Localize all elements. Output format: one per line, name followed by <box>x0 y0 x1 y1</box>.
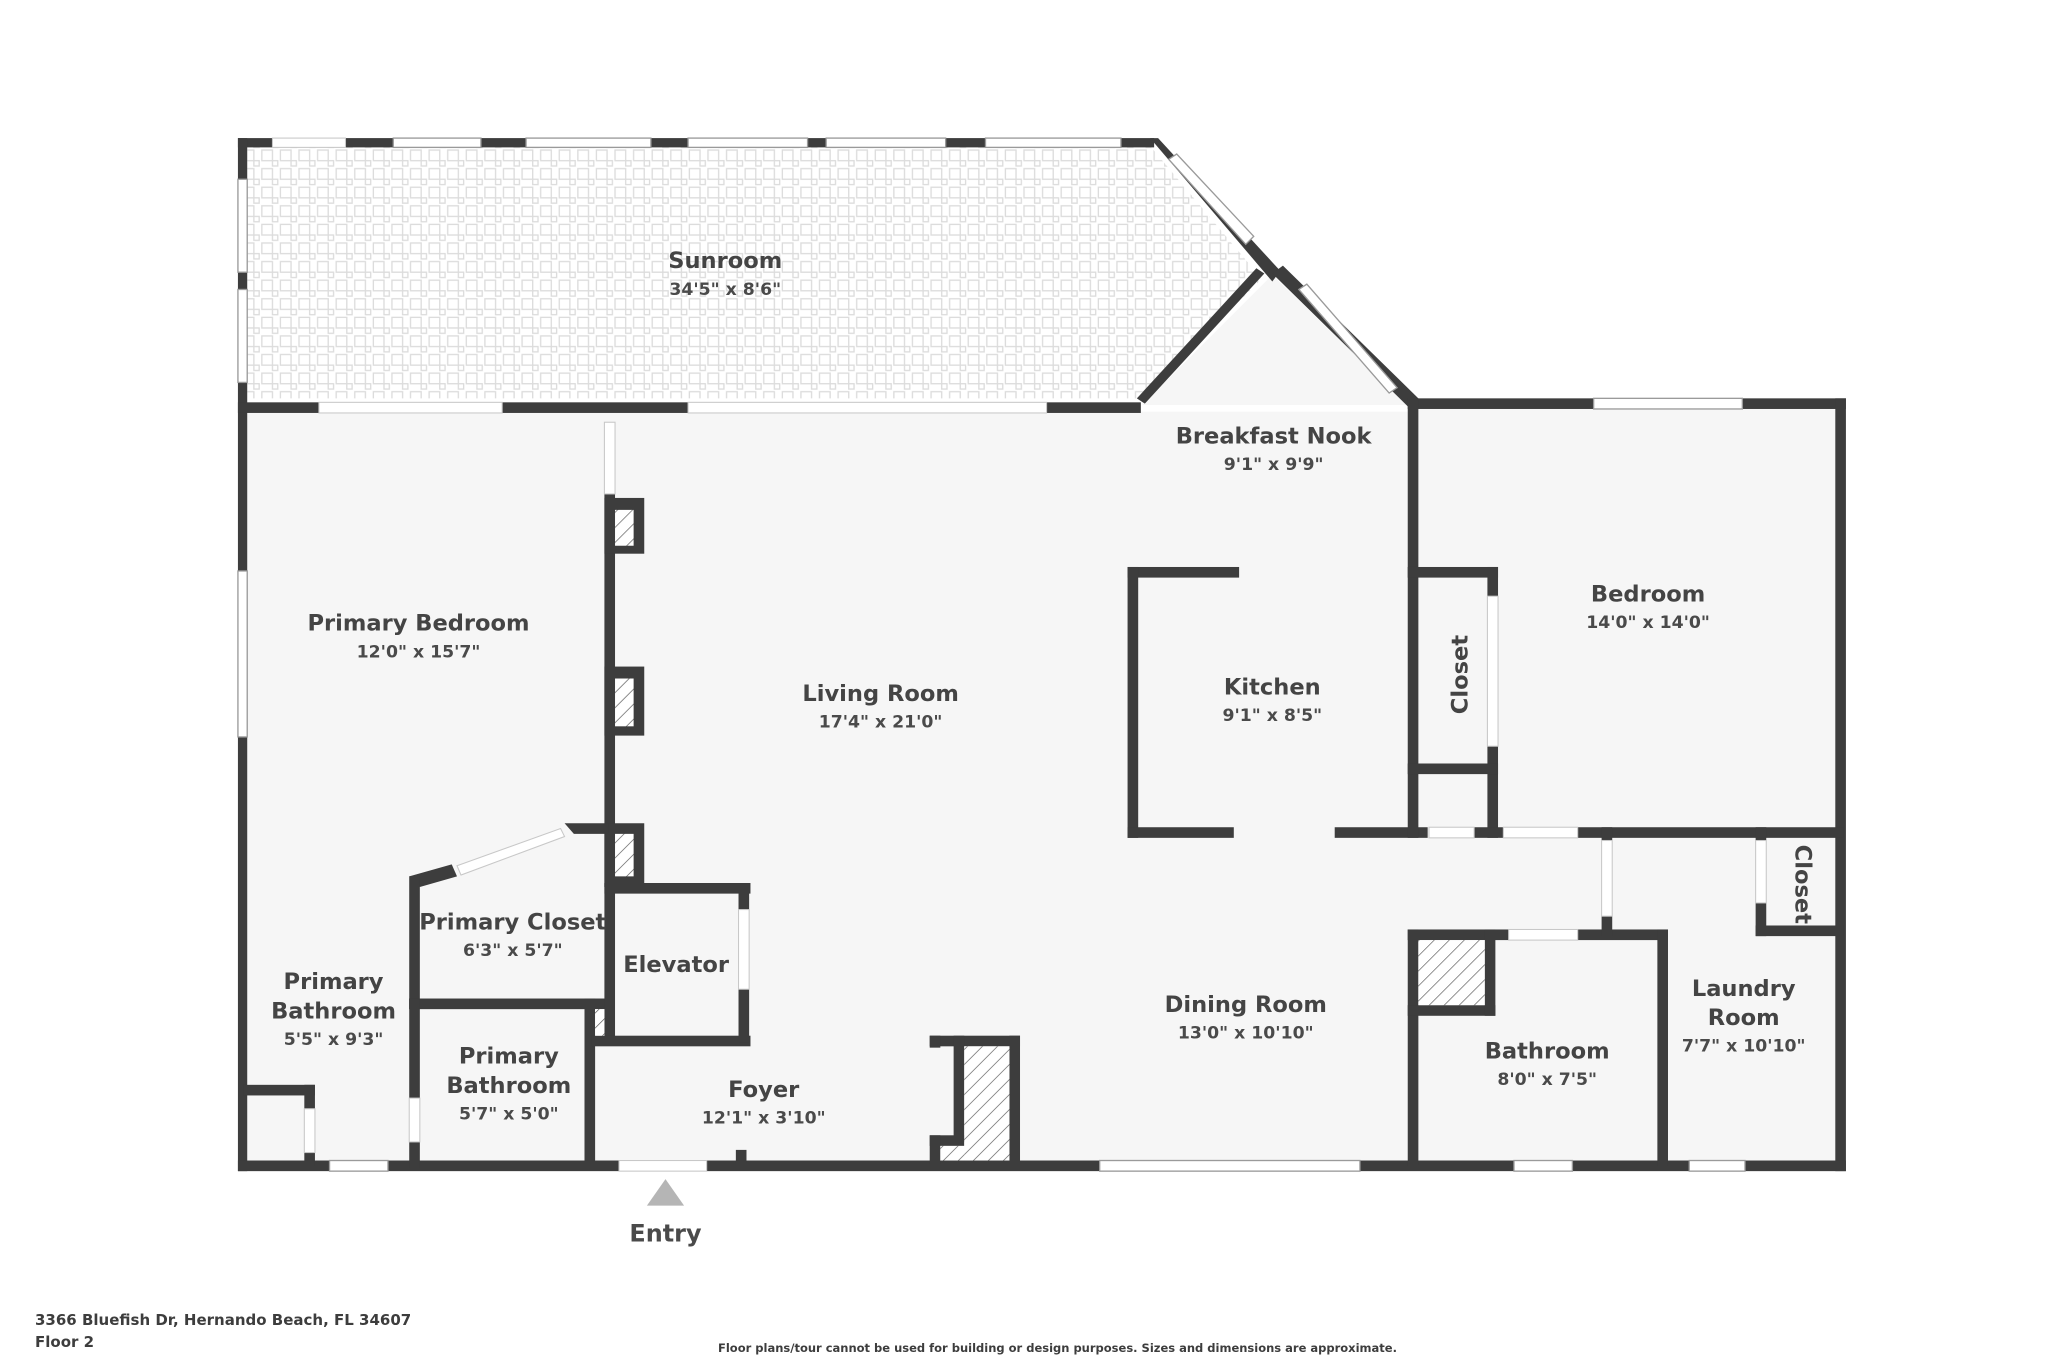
room-breakfast-nook-name: Breakfast Nook <box>1176 423 1373 449</box>
room-bathroom-name: Bathroom <box>1485 1038 1610 1064</box>
room-primary-bathroom-2-dims: 5'7" x 5'0" <box>459 1104 559 1124</box>
room-primary-closet-name: Primary Closet <box>419 909 606 935</box>
room-foyer-dims: 12'1" x 3'10" <box>702 1108 826 1128</box>
room-living-room-name: Living Room <box>802 681 959 707</box>
room-bedroom-dims: 14'0" x 14'0" <box>1586 613 1710 633</box>
room-dining-room-dims: 13'0" x 10'10" <box>1178 1023 1314 1043</box>
disclaimer: Floor plans/tour cannot be used for buil… <box>718 1341 1397 1355</box>
room-laundry-closet-name: Closet <box>1789 845 1815 925</box>
room-laundry-room-name-2: Room <box>1708 1005 1780 1031</box>
room-bedroom-name: Bedroom <box>1591 582 1705 608</box>
hatched-shafts <box>595 509 1485 1161</box>
room-primary-bedroom-name: Primary Bedroom <box>307 611 529 637</box>
room-primary-bathroom-2-name-1: Primary <box>459 1044 559 1070</box>
room-kitchen-dims: 9'1" x 8'5" <box>1222 706 1322 726</box>
room-primary-closet-dims: 6'3" x 5'7" <box>463 941 563 961</box>
windows <box>237 137 1746 1172</box>
room-elevator-name: Elevator <box>623 952 730 978</box>
room-foyer-name: Foyer <box>728 1077 800 1103</box>
room-kitchen-name: Kitchen <box>1224 674 1321 700</box>
room-laundry-room-dims: 7'7" x 10'10" <box>1682 1037 1806 1057</box>
room-primary-bathroom-1-name-1: Primary <box>284 969 384 995</box>
entry-label: Entry <box>629 1220 702 1248</box>
property-address: 3366 Bluefish Dr, Hernando Beach, FL 346… <box>35 1311 412 1329</box>
room-primary-bedroom-dims: 12'0" x 15'7" <box>357 642 481 662</box>
room-labels: Sunroom 34'5" x 8'6" Breakfast Nook 9'1"… <box>271 248 1815 1128</box>
room-sunroom-name: Sunroom <box>668 248 782 274</box>
room-dining-room-name: Dining Room <box>1165 992 1327 1018</box>
room-laundry-room-name-1: Laundry <box>1692 976 1796 1002</box>
room-sunroom-dims: 34'5" x 8'6" <box>669 280 781 300</box>
room-breakfast-nook-dims: 9'1" x 9'9" <box>1224 455 1324 475</box>
room-primary-bathroom-1-dims: 5'5" x 9'3" <box>284 1030 384 1050</box>
room-primary-bathroom-1-name-2: Bathroom <box>271 998 396 1024</box>
entry-arrow-icon <box>646 1179 685 1206</box>
room-bedroom-closet-name: Closet <box>1447 635 1473 715</box>
floor-label: Floor 2 <box>35 1333 95 1351</box>
room-bathroom-dims: 8'0" x 7'5" <box>1497 1070 1597 1090</box>
room-living-room-dims: 17'4" x 21'0" <box>819 713 943 733</box>
door-openings <box>271 137 1767 1172</box>
sunroom-floor <box>247 146 1262 399</box>
room-primary-bathroom-2-name-2: Bathroom <box>446 1073 571 1099</box>
